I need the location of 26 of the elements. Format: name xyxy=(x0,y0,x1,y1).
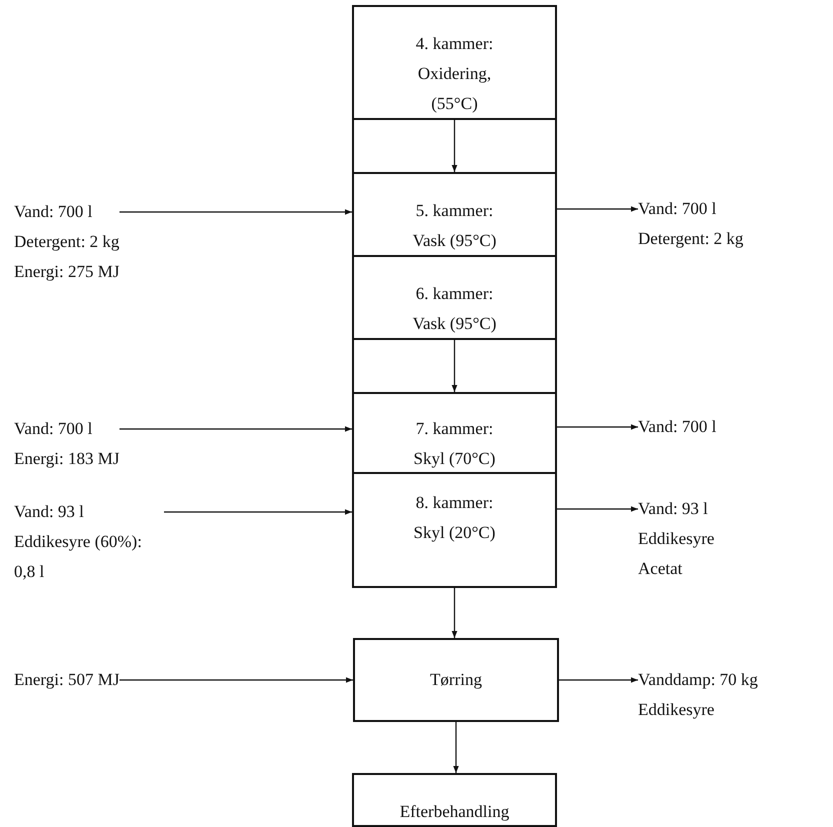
box-label: 7. kammer: Skyl (70°C) xyxy=(412,418,496,470)
process-box xyxy=(352,773,557,827)
arrow xyxy=(452,120,458,172)
arrow xyxy=(559,677,638,683)
process-box xyxy=(352,172,557,257)
arrow xyxy=(452,340,458,392)
process-box xyxy=(352,255,557,340)
process-box xyxy=(353,638,559,722)
box-label: 6. kammer: Vask (95°C) xyxy=(412,283,498,335)
process-box xyxy=(352,5,557,120)
arrow xyxy=(452,588,458,638)
arrow xyxy=(119,426,352,432)
box-label: 4. kammer: Oxidering, (55°C) xyxy=(414,33,494,115)
process-box xyxy=(352,472,557,588)
box-label: 5. kammer: Vask (95°C) xyxy=(412,200,498,252)
box-label: 8. kammer: Skyl (20°C) xyxy=(412,492,496,544)
arrow xyxy=(557,424,638,430)
box-label: Tørring xyxy=(430,669,482,691)
arrow xyxy=(557,506,638,512)
process-box xyxy=(352,392,557,474)
arrow xyxy=(453,722,459,773)
arrow xyxy=(557,206,638,212)
arrow xyxy=(119,677,353,683)
box-label: Efterbehandling xyxy=(400,801,510,823)
arrow xyxy=(119,209,352,215)
arrow xyxy=(164,509,352,515)
